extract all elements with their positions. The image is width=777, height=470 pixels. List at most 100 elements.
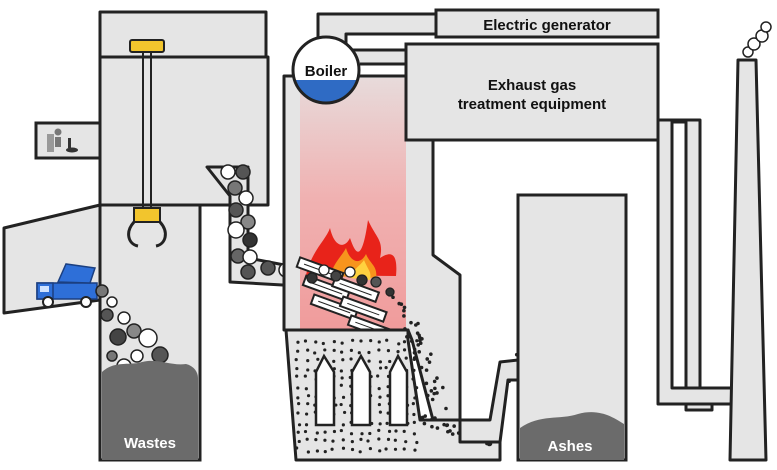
texture-dot xyxy=(378,395,382,399)
ash-pile xyxy=(520,412,624,460)
texture-dot xyxy=(377,348,381,352)
texture-dot xyxy=(367,359,371,363)
texture-dot xyxy=(340,341,344,345)
texture-dot xyxy=(412,420,416,424)
texture-dot xyxy=(314,438,318,442)
ash-dot xyxy=(412,350,417,355)
texture-dot xyxy=(306,402,310,406)
texture-dot xyxy=(306,394,311,398)
texture-dot xyxy=(396,350,400,354)
ash-dot xyxy=(430,424,434,429)
electric-generator-label: Electric generator xyxy=(483,17,611,34)
boiler-label: Boiler xyxy=(305,63,348,80)
texture-dot xyxy=(376,374,380,378)
ash-dot xyxy=(429,389,434,393)
texture-dot xyxy=(378,410,383,414)
ash-dot xyxy=(430,397,435,402)
texture-dot xyxy=(378,449,382,453)
texture-dot xyxy=(397,342,401,346)
texture-dot xyxy=(377,428,381,432)
texture-dot xyxy=(331,439,335,443)
texture-dot xyxy=(341,358,345,362)
texture-dot xyxy=(368,446,372,451)
texture-dot xyxy=(385,421,389,425)
texture-dot xyxy=(343,410,347,415)
texture-dot xyxy=(386,437,391,441)
texture-dot xyxy=(332,348,336,352)
texture-dot xyxy=(358,450,362,454)
ash-dot xyxy=(435,376,439,380)
texture-dot xyxy=(378,422,382,426)
texture-dot xyxy=(413,448,417,452)
ash-dot xyxy=(433,386,437,391)
texture-dot xyxy=(394,429,398,433)
texture-dot xyxy=(303,429,308,434)
ash-dot xyxy=(424,381,429,386)
texture-dot xyxy=(349,348,354,353)
texture-dot xyxy=(315,449,319,453)
ash-dot xyxy=(444,406,448,411)
texture-dot xyxy=(412,368,416,372)
texture-dot xyxy=(295,446,299,450)
ash-dot xyxy=(422,421,427,426)
texture-dot xyxy=(306,358,310,363)
ash-dot xyxy=(402,308,406,313)
ash-dot xyxy=(432,379,437,384)
texture-dot xyxy=(349,432,354,436)
ash-dot xyxy=(448,429,452,433)
texture-dot xyxy=(411,402,415,406)
texture-dot xyxy=(413,396,417,400)
texture-dot xyxy=(315,431,319,435)
ash-dot xyxy=(435,426,440,430)
ash-dot xyxy=(416,321,420,326)
texture-dot xyxy=(387,429,392,433)
texture-dot xyxy=(350,447,355,452)
texture-dot xyxy=(415,386,419,390)
ash-dot xyxy=(429,417,434,422)
ash-dot xyxy=(433,416,437,420)
ash-dot xyxy=(452,424,456,428)
ash-dot xyxy=(425,393,430,398)
texture-dot xyxy=(296,430,300,434)
texture-dot xyxy=(297,439,301,444)
exhaust-gas-treatment-equipment xyxy=(404,42,660,142)
texture-dot xyxy=(359,339,363,343)
operator-icon xyxy=(47,128,78,153)
ash-dot xyxy=(427,360,432,364)
texture-dot xyxy=(360,432,364,436)
ash-dot xyxy=(442,422,446,427)
ash-dot xyxy=(423,414,427,418)
ash-dot xyxy=(402,305,407,310)
texture-dot xyxy=(378,366,383,370)
texture-dot xyxy=(314,340,318,344)
texture-dot xyxy=(377,437,381,441)
texture-dot xyxy=(306,450,310,454)
ash-dot xyxy=(435,391,439,395)
texture-dot xyxy=(341,438,345,442)
flame-icon xyxy=(306,220,397,280)
exhaust-label-line1: Exhaust gas xyxy=(488,77,576,94)
texture-dot xyxy=(316,357,320,361)
texture-dot xyxy=(296,349,300,353)
burning-waste xyxy=(306,264,395,297)
texture-dot xyxy=(323,348,327,352)
control-room xyxy=(34,121,102,160)
texture-dot xyxy=(323,438,327,442)
texture-dot xyxy=(351,338,355,342)
wastes-label: Wastes xyxy=(124,435,176,452)
texture-dot xyxy=(306,368,310,372)
texture-dot xyxy=(313,351,317,355)
texture-dot xyxy=(305,412,309,416)
texture-dot xyxy=(411,377,415,381)
ash-dot xyxy=(415,331,420,335)
texture-dot xyxy=(386,349,391,353)
texture-dot xyxy=(366,439,370,443)
texture-dot xyxy=(303,374,307,378)
texture-dot xyxy=(341,446,346,450)
ash-dot xyxy=(450,432,455,436)
texture-dot xyxy=(357,351,361,355)
smoke-icon xyxy=(742,21,772,58)
ash-dot xyxy=(420,415,425,420)
texture-dot xyxy=(294,358,298,362)
